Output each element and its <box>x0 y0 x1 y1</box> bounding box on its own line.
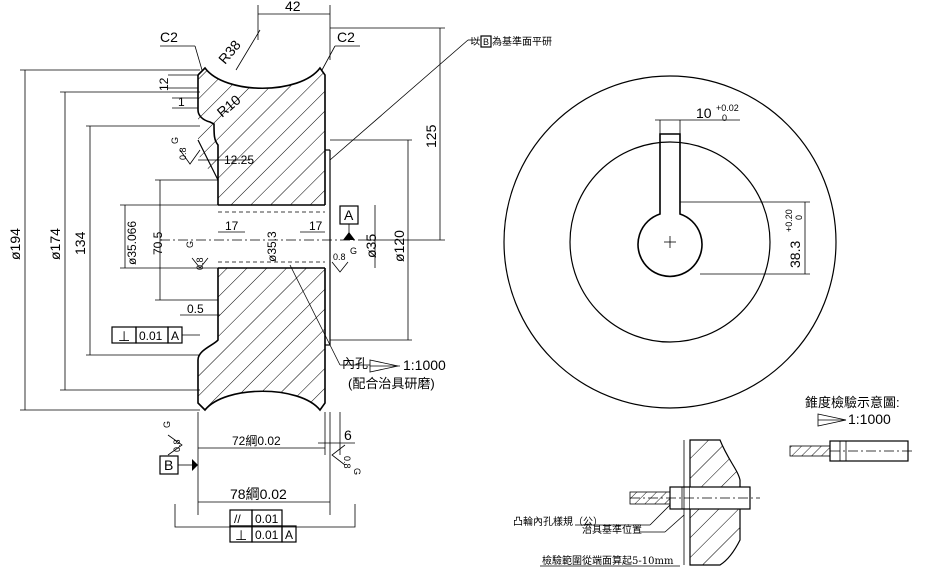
keyway-width: 10 <box>696 105 712 121</box>
hub-circle <box>569 141 771 343</box>
dim-70-5: 70.5 <box>151 231 165 255</box>
svg-text:0.8: 0.8 <box>342 456 352 469</box>
svg-text:A: A <box>171 329 179 343</box>
note-datum-b-box <box>480 35 492 48</box>
taper-check-diagram: 錐度檢驗示意圖: 1:1000 凸輪內孔樣規（公） 治具基準位置 檢驗範圍從端面… <box>513 395 912 567</box>
svg-text:0.01: 0.01 <box>255 512 279 526</box>
keyway-depth: 38.3 <box>787 241 803 268</box>
dim-12-25: 12.25 <box>224 153 254 167</box>
svg-text:0.8: 0.8 <box>333 252 346 262</box>
note-datum-b-letter: B <box>483 37 489 47</box>
dim-dia-35: ø35 <box>363 234 379 258</box>
svg-text:G: G <box>170 137 180 144</box>
upper-outline <box>197 66 326 205</box>
dim-72: 72綱0.02 <box>232 434 281 448</box>
svg-text:⊥: ⊥ <box>235 527 247 543</box>
tolerance-frame-parallel: // 0.01 <box>229 509 283 527</box>
dim-1: 1 <box>178 95 185 109</box>
dim-dia-174: ø174 <box>47 228 63 260</box>
dim-6: 6 <box>344 427 352 443</box>
svg-text:G: G <box>162 421 172 428</box>
keyway-depth-tol-lower: 0 <box>794 215 804 220</box>
tolerance-frame-perpendicular-bottom: ⊥ 0.01 A <box>229 525 297 543</box>
dim-78: 78綱0.02 <box>230 486 287 502</box>
note-fixture: (配合治具研磨) <box>348 376 435 391</box>
datum-a-label: A <box>344 207 354 223</box>
bore-keyway <box>637 133 703 278</box>
bottom-bracket <box>174 504 356 528</box>
keyway-width-tol-upper: +0.02 <box>716 103 739 113</box>
roughness-symbol-upper: 0.8 G <box>170 137 201 165</box>
outer-circle <box>503 75 837 409</box>
label-fixture: 治具基準位置 <box>582 523 642 536</box>
dim-125: 125 <box>423 124 439 148</box>
dim-dia-120: ø120 <box>391 230 407 262</box>
dim-dia-35-066: ø35.066 <box>125 221 139 265</box>
chamfer-left-label: C2 <box>160 29 178 45</box>
taper-check-title: 錐度檢驗示意圖: <box>805 395 900 410</box>
svg-text:0.8: 0.8 <box>172 439 182 452</box>
svg-text:G: G <box>352 468 362 475</box>
keyway-depth-tol-upper: +0.20 <box>784 209 794 232</box>
roughness-symbol-bore-left: 0.8 G <box>185 241 209 270</box>
svg-text:⊥: ⊥ <box>118 328 130 344</box>
svg-text:0.01: 0.01 <box>139 329 163 343</box>
svg-text:0.01: 0.01 <box>255 528 279 542</box>
section-view: ø194 ø174 134 ø35.066 70.5 42 C2 C2 R38 … <box>7 0 552 543</box>
note-bore-taper: 1:1000 <box>403 357 446 373</box>
tolerance-frame-perpendicular-left: ⊥ 0.01 A <box>111 326 200 344</box>
svg-text:G: G <box>350 246 357 256</box>
lower-outline <box>197 268 326 412</box>
datum-b-label: B <box>164 457 173 473</box>
label-range: 檢驗範圍從端面算起5-10mm <box>542 554 674 567</box>
taper-check-ratio: 1:1000 <box>848 411 891 427</box>
upper-inner-outline <box>197 75 219 205</box>
note-bore-label: 內孔 <box>342 356 368 371</box>
dim-17-right: 17 <box>309 219 323 233</box>
note-datum-grind: 為基準面平研 <box>492 35 552 48</box>
dim-dia-35-3: ø35.3 <box>265 231 279 262</box>
label-gauge: 凸輪內孔樣規（公） <box>513 515 603 528</box>
datum-b-triangle <box>192 459 198 471</box>
side-view: 10 +0.02 0 38.3 +0.20 0 <box>503 75 837 409</box>
keyway-width-tol-lower: 0 <box>722 113 727 123</box>
svg-text:G: G <box>185 241 195 248</box>
chamfer-right-label: C2 <box>337 29 355 45</box>
roughness-symbol-bottom-left: 0.8 G <box>162 421 183 456</box>
dim-r38: R38 <box>215 37 244 67</box>
roughness-symbol-bottom-right: 0.8 G <box>331 444 362 475</box>
dim-0-5: 0.5 <box>187 302 204 316</box>
roughness-symbol-bore-right: 0.8 G <box>331 246 357 273</box>
dim-42: 42 <box>285 0 301 14</box>
note-datum-grind-prefix: 以 <box>470 37 480 48</box>
dim-134: 134 <box>72 231 88 255</box>
svg-text://: // <box>234 512 241 526</box>
dim-12: 12 <box>157 77 171 91</box>
upper-section-hatch <box>198 68 325 205</box>
datum-a-triangle <box>343 232 355 240</box>
dim-17-left: 17 <box>225 219 239 233</box>
svg-text:0.8: 0.8 <box>178 147 188 160</box>
svg-text:0.8: 0.8 <box>195 257 205 270</box>
dim-dia-194: ø194 <box>7 228 23 260</box>
svg-text:A: A <box>285 528 293 542</box>
lower-section-hatch <box>198 268 325 410</box>
